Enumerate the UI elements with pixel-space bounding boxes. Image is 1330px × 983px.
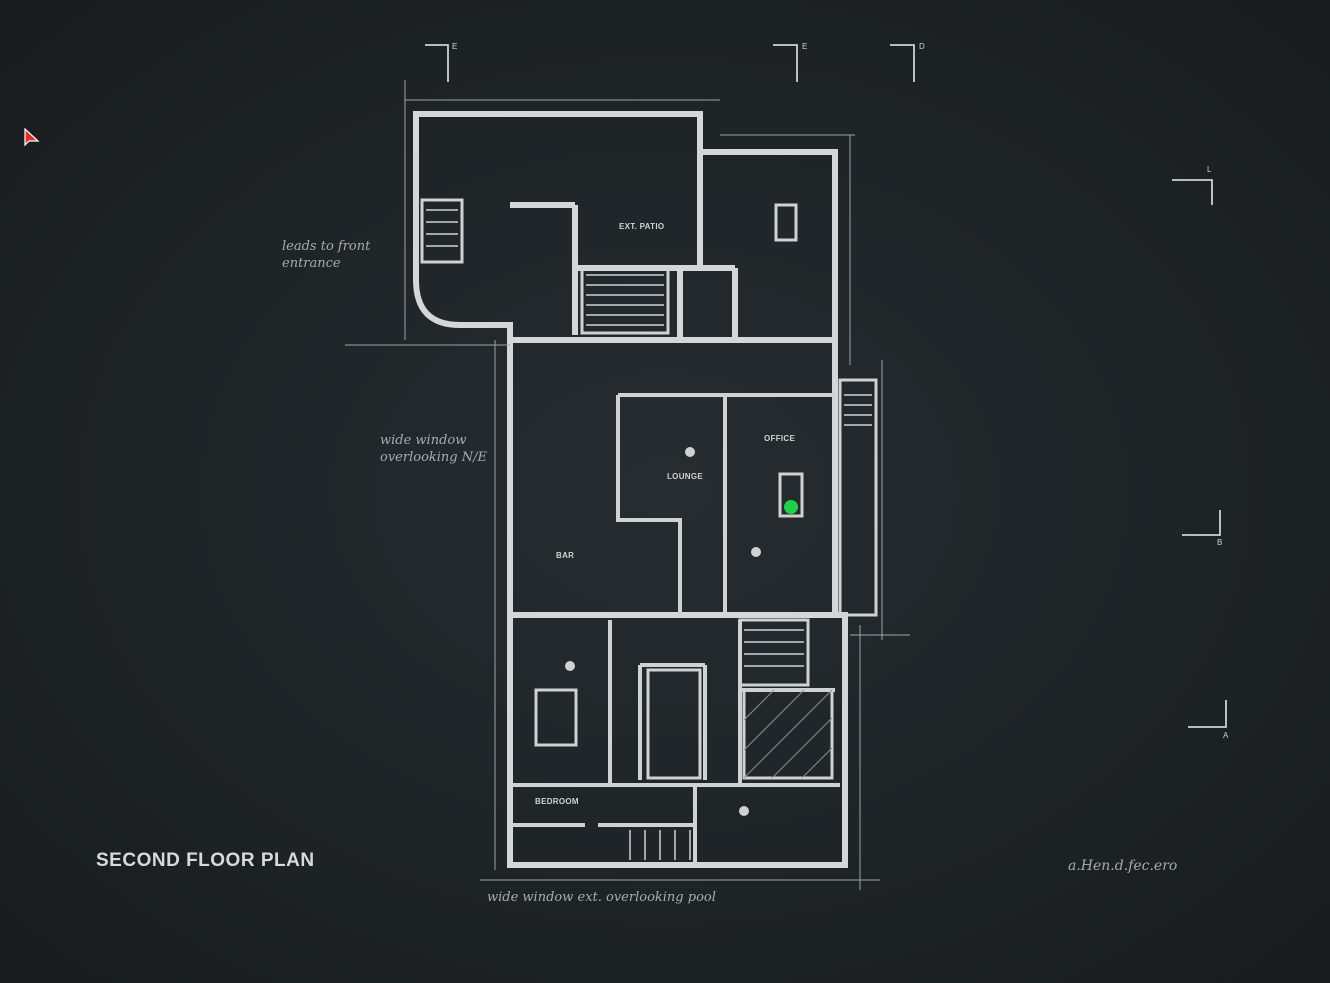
room-label-office: OFFICE (764, 434, 796, 443)
room-label-bar: BAR (556, 551, 575, 560)
section-marker-4: L (1207, 165, 1212, 174)
room-label-ext-patio: EXT. PATIO (619, 222, 665, 231)
arrow-cursor-icon (24, 128, 40, 147)
section-marker-3: D (919, 42, 925, 51)
plan-title: SECOND FLOOR PLAN (96, 850, 315, 871)
section-marker-6: A (1223, 731, 1229, 740)
section-marker-2: E (802, 42, 808, 51)
annotation-pool-window: wide window ext. overlooking pool (487, 890, 716, 905)
wall-outline-north (413, 111, 838, 343)
room-label-bedroom: BEDROOM (535, 797, 579, 806)
annotation-front-entrance: leads to front entrance (282, 239, 371, 271)
section-marker-5: B (1217, 538, 1223, 547)
section-marker-1: E (452, 42, 458, 51)
player-dot-icon (784, 500, 798, 514)
room-label-lounge: LOUNGE (667, 472, 704, 481)
annotation-wide-window: wide window overlooking N/E (380, 433, 487, 465)
wall-outline-main (507, 340, 848, 868)
architect-signature: a.Hen.d.fec.ero (1068, 858, 1178, 874)
